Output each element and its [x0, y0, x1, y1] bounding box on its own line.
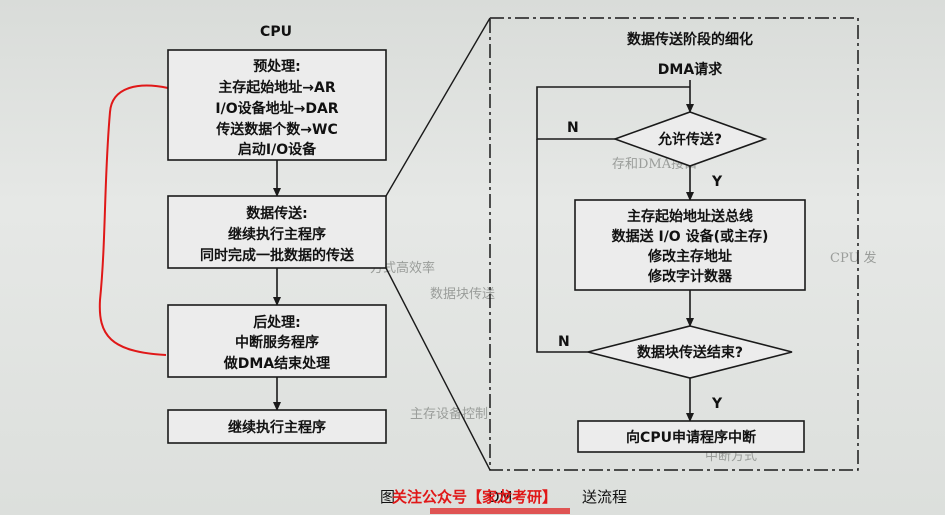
- transfer-box: [167, 195, 387, 269]
- preprocess-box: [167, 49, 387, 161]
- preprocess-line-1: 预处理:: [253, 58, 301, 75]
- interrupt-label: 向CPU申请程序中断: [626, 429, 756, 446]
- step-3: 修改主存地址: [647, 248, 732, 265]
- continue-label: 继续执行主程序: [228, 419, 326, 436]
- postprocess-line-2: 中断服务程序: [235, 334, 319, 351]
- cpu-title: CPU: [260, 24, 292, 40]
- svg-text:数据块传送: 数据块传送: [430, 287, 495, 302]
- allow-label: 允许传送?: [657, 131, 722, 148]
- preprocess-line-3: I/O设备地址→DAR: [215, 100, 338, 117]
- n2-label: N: [558, 334, 570, 350]
- postprocess-box: [167, 304, 387, 378]
- continue-box: [167, 409, 387, 444]
- caption-right: 送流程: [582, 488, 627, 506]
- detail-frame: [489, 17, 859, 471]
- step-1: 主存起始地址送总线: [627, 208, 753, 225]
- watermark-underline: [430, 508, 570, 514]
- zoom-line-top: [385, 17, 491, 197]
- dma-request-label: DMA请求: [658, 61, 723, 78]
- steps-box: [574, 199, 806, 291]
- detail-title: 数据传送阶段的细化: [627, 31, 753, 48]
- loop-n2: [536, 139, 588, 353]
- postprocess-line-1: 后处理:: [253, 314, 301, 331]
- y2-label: Y: [711, 396, 723, 412]
- y1-label: Y: [711, 174, 723, 190]
- red-bracket: [98, 84, 169, 356]
- background-text: 存和DMA接口 DMA 方式高效率 数据块传送 CPU 发 主存设备控制 中断方…: [370, 156, 877, 464]
- preprocess-line-4: 传送数据个数→WC: [215, 121, 337, 138]
- transfer-line-3: 同时完成一批数据的传送: [200, 247, 355, 264]
- n1-label: N: [567, 120, 579, 136]
- preprocess-line-5: 启动I/O设备: [238, 141, 317, 158]
- svg-text:主存设备控制: 主存设备控制: [410, 406, 488, 422]
- postprocess-line-3: 做DMA结束处理: [223, 355, 330, 372]
- svg-text:CPU 发: CPU 发: [830, 250, 877, 266]
- preprocess-line-2: 主存起始地址→AR: [218, 79, 336, 96]
- step-4: 修改字计数器: [647, 268, 733, 285]
- transfer-line-2: 继续执行主程序: [228, 226, 326, 243]
- watermark-text: 关注公众号【家龙考研】: [392, 488, 557, 506]
- caption-mid: DM: [488, 488, 513, 506]
- zoom-line-bottom: [385, 267, 491, 471]
- interrupt-box: [577, 420, 805, 453]
- block-end-label: 数据块传送结束?: [637, 344, 743, 361]
- transfer-line-1: 数据传送:: [246, 205, 308, 222]
- step-2: 数据送 I/O 设备(或主存): [612, 228, 769, 245]
- caption-left: 图: [380, 488, 395, 506]
- loop-n1: [536, 86, 690, 140]
